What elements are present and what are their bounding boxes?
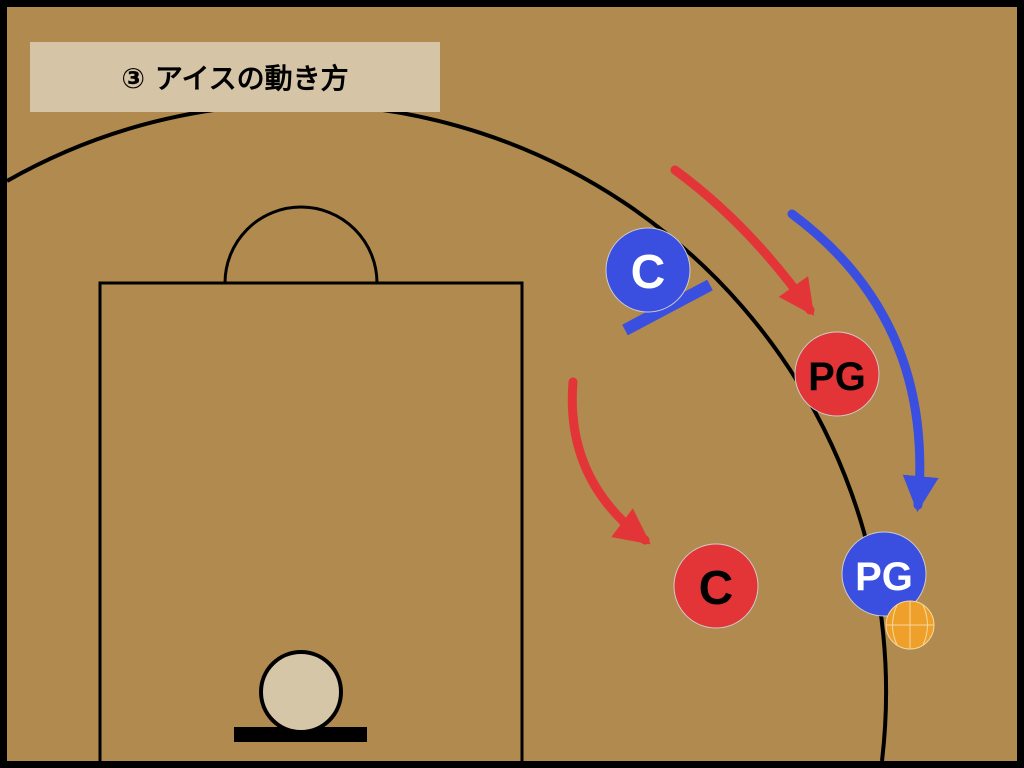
defense-pg-arrow [670,165,815,316]
defense-c-player: C [673,543,759,629]
defense-c-arrow [567,377,651,545]
diagram-title: ③ アイスの動き方 [30,42,440,112]
offense-c-player: C [605,227,691,313]
player-label: PG [855,555,913,599]
basketball-icon [885,600,935,650]
player-label: PG [808,355,866,399]
free-throw-circle [223,205,379,284]
backboard [234,727,367,742]
player-label: C [631,246,666,299]
defense-pg-player: PG [794,331,880,417]
offense-pg-arrow [787,209,939,513]
offense-pg-player: PG [841,531,927,617]
rim [259,650,343,734]
paint-lane [98,281,524,761]
player-label: C [699,562,734,615]
